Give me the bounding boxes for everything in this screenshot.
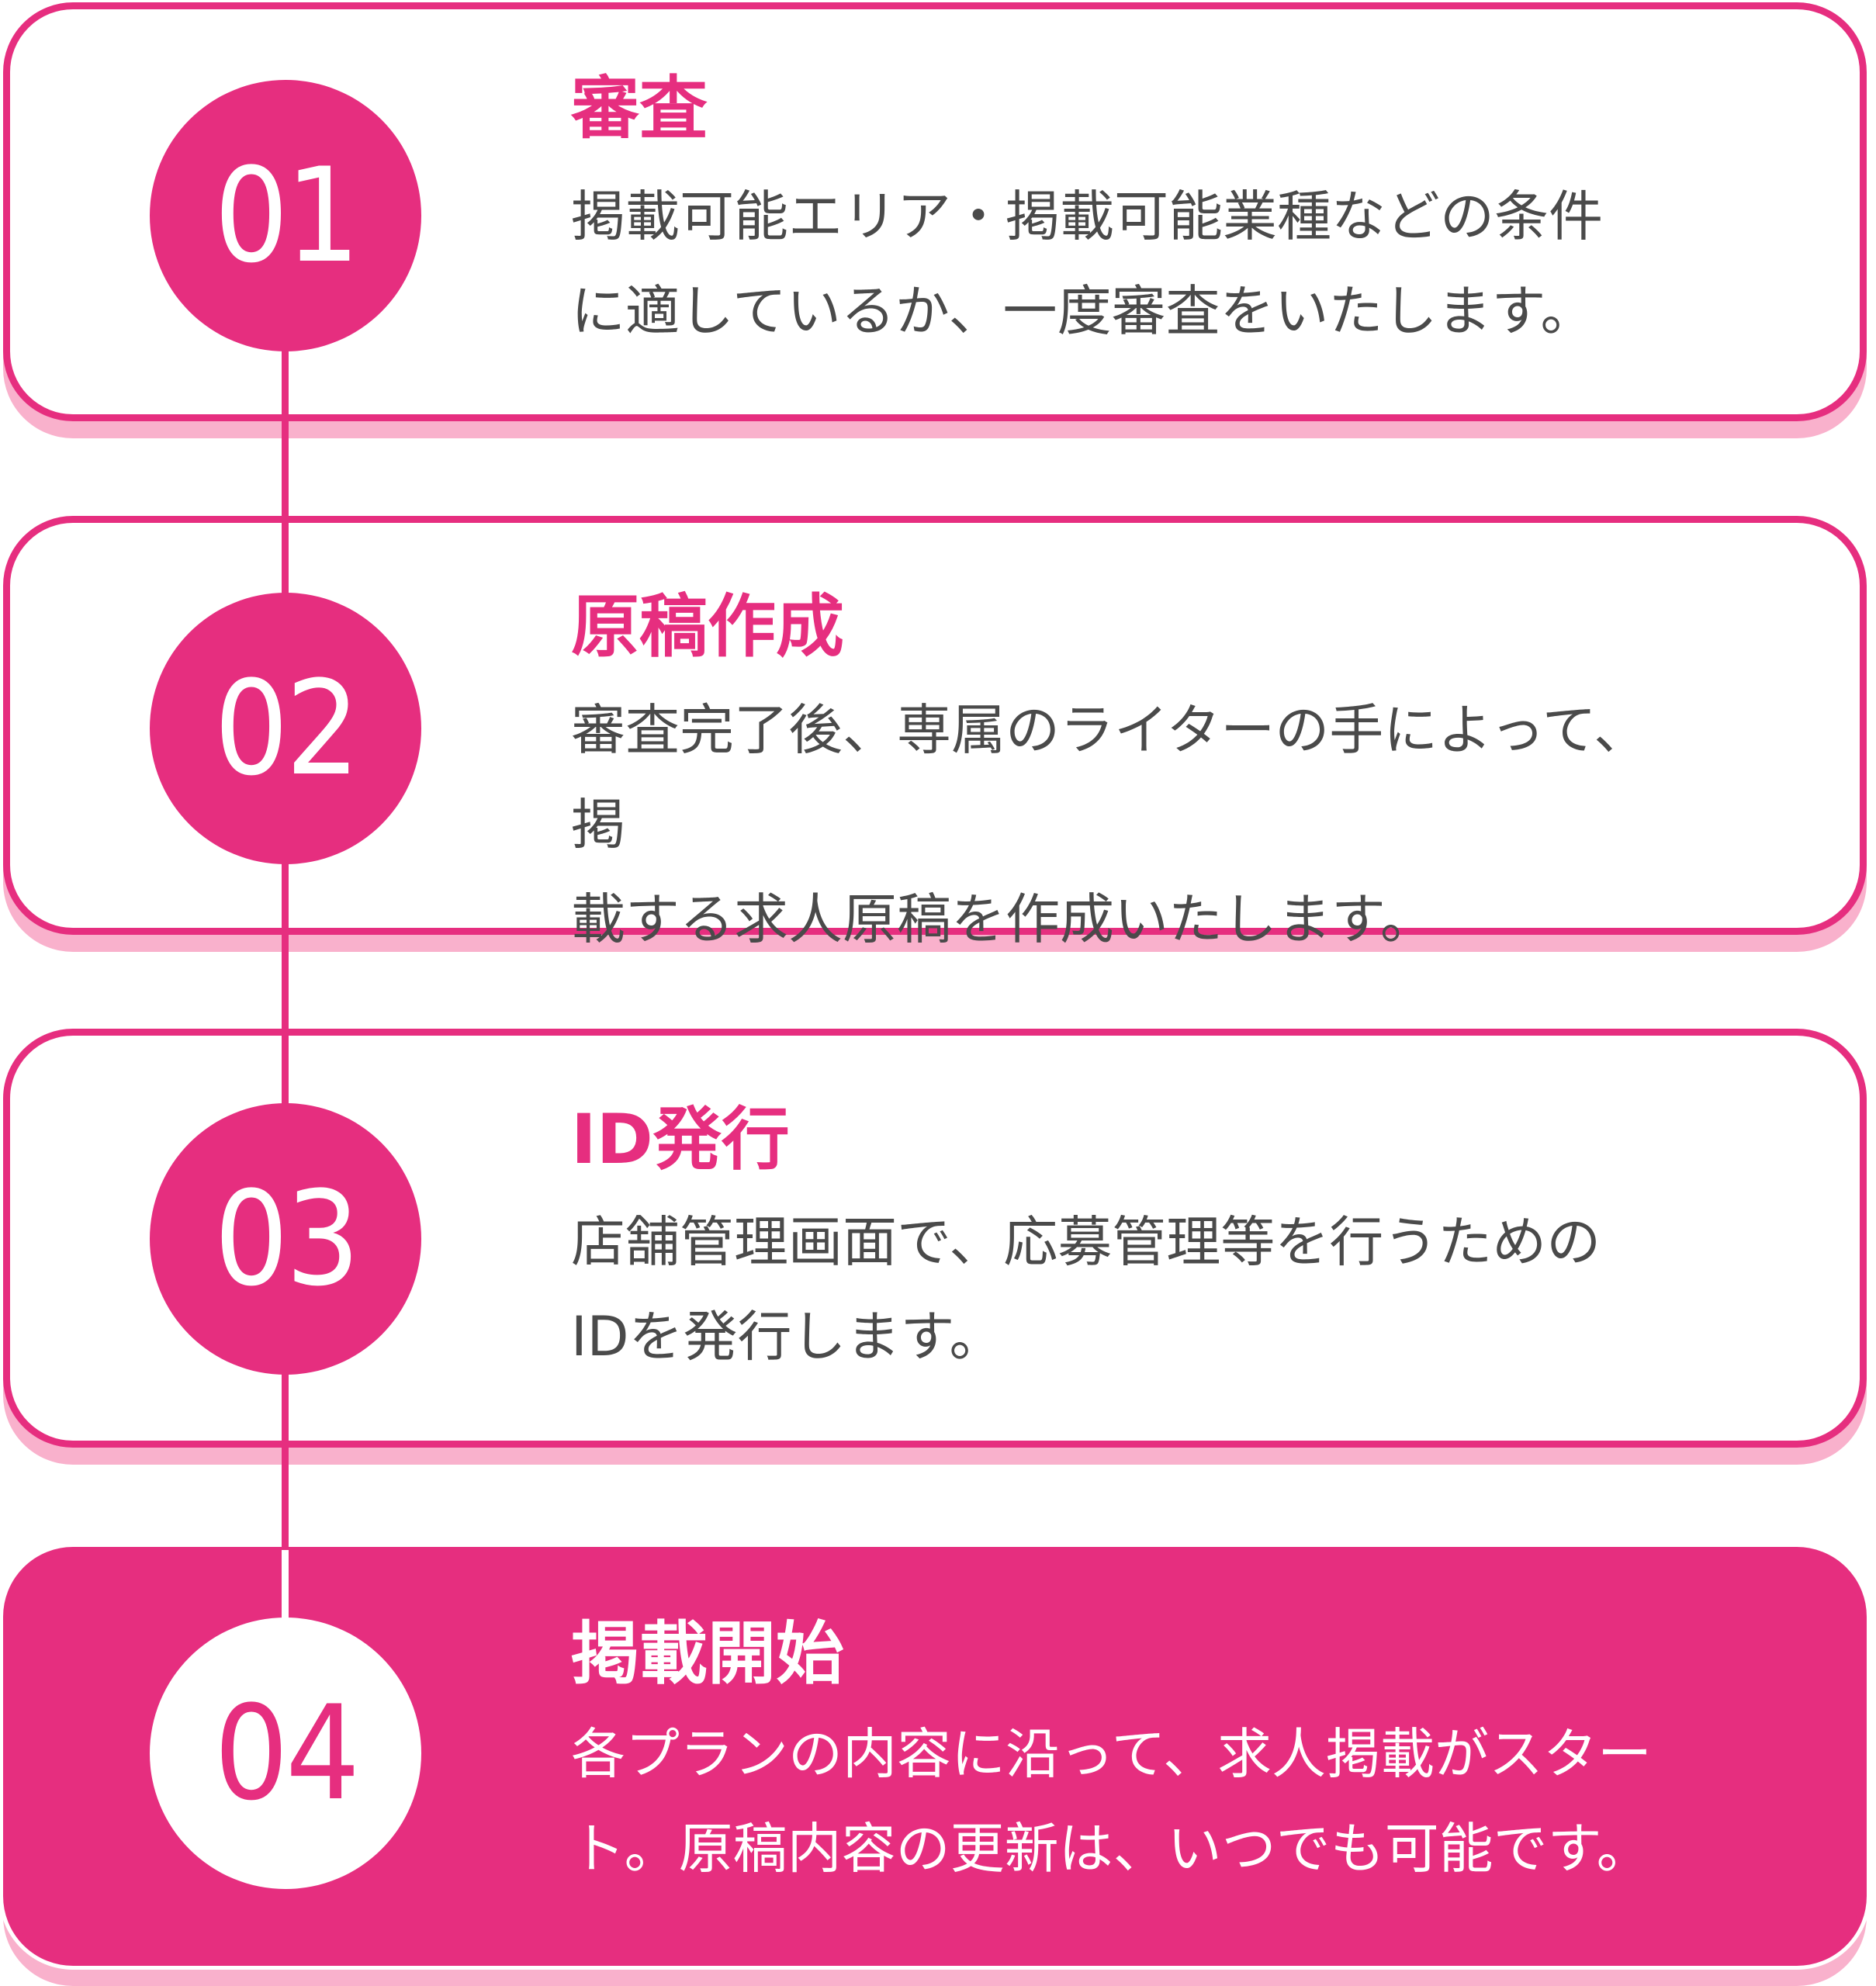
- step-desc-2: 審査完了後、専属のライターの手によって、掲 載する求人原稿を作成いたします。: [571, 683, 1688, 967]
- step-desc-line: ト。原稿内容の更新は、いつでも可能です。: [571, 1817, 1651, 1880]
- step-desc-4: 各プランの内容に沿って、求人掲載がスター ト。原稿内容の更新は、いつでも可能です…: [571, 1707, 1688, 1896]
- step-desc-3: 店舗管理画面で、応募管理等を行うための IDを発行します。: [571, 1195, 1688, 1384]
- step-title-4: 掲載開始: [571, 1614, 845, 1694]
- step-title-1: 審査: [571, 68, 708, 148]
- step-desc-1: 掲載可能エリア・掲載可能業種などの条件 に適しているか、一度審査をいたします。: [571, 169, 1688, 358]
- step-desc-line: IDを発行します。: [571, 1305, 1004, 1368]
- step-desc-line: 載する求人原稿を作成いたします。: [571, 887, 1435, 951]
- step-desc-line: 各プランの内容に沿って、求人掲載がスター: [571, 1722, 1652, 1786]
- step-desc-line: 店舗管理画面で、応募管理等を行うための: [571, 1210, 1601, 1274]
- step-title-3: ID発行: [571, 1099, 790, 1179]
- step-number-1: 01: [150, 80, 421, 351]
- step-number-2: 02: [150, 593, 421, 864]
- step-title-2: 原稿作成: [571, 586, 845, 666]
- step-number-4: 04: [150, 1618, 421, 1889]
- step-desc-line: 掲載可能エリア・掲載可能業種などの条件: [571, 185, 1603, 248]
- step-desc-line: に適しているか、一度審査をいたします。: [571, 279, 1595, 343]
- step-number-3: 03: [150, 1103, 421, 1375]
- step-desc-line: 審査完了後、専属のライターの手によって、掲: [571, 698, 1649, 856]
- timeline-connector: [282, 216, 289, 1550]
